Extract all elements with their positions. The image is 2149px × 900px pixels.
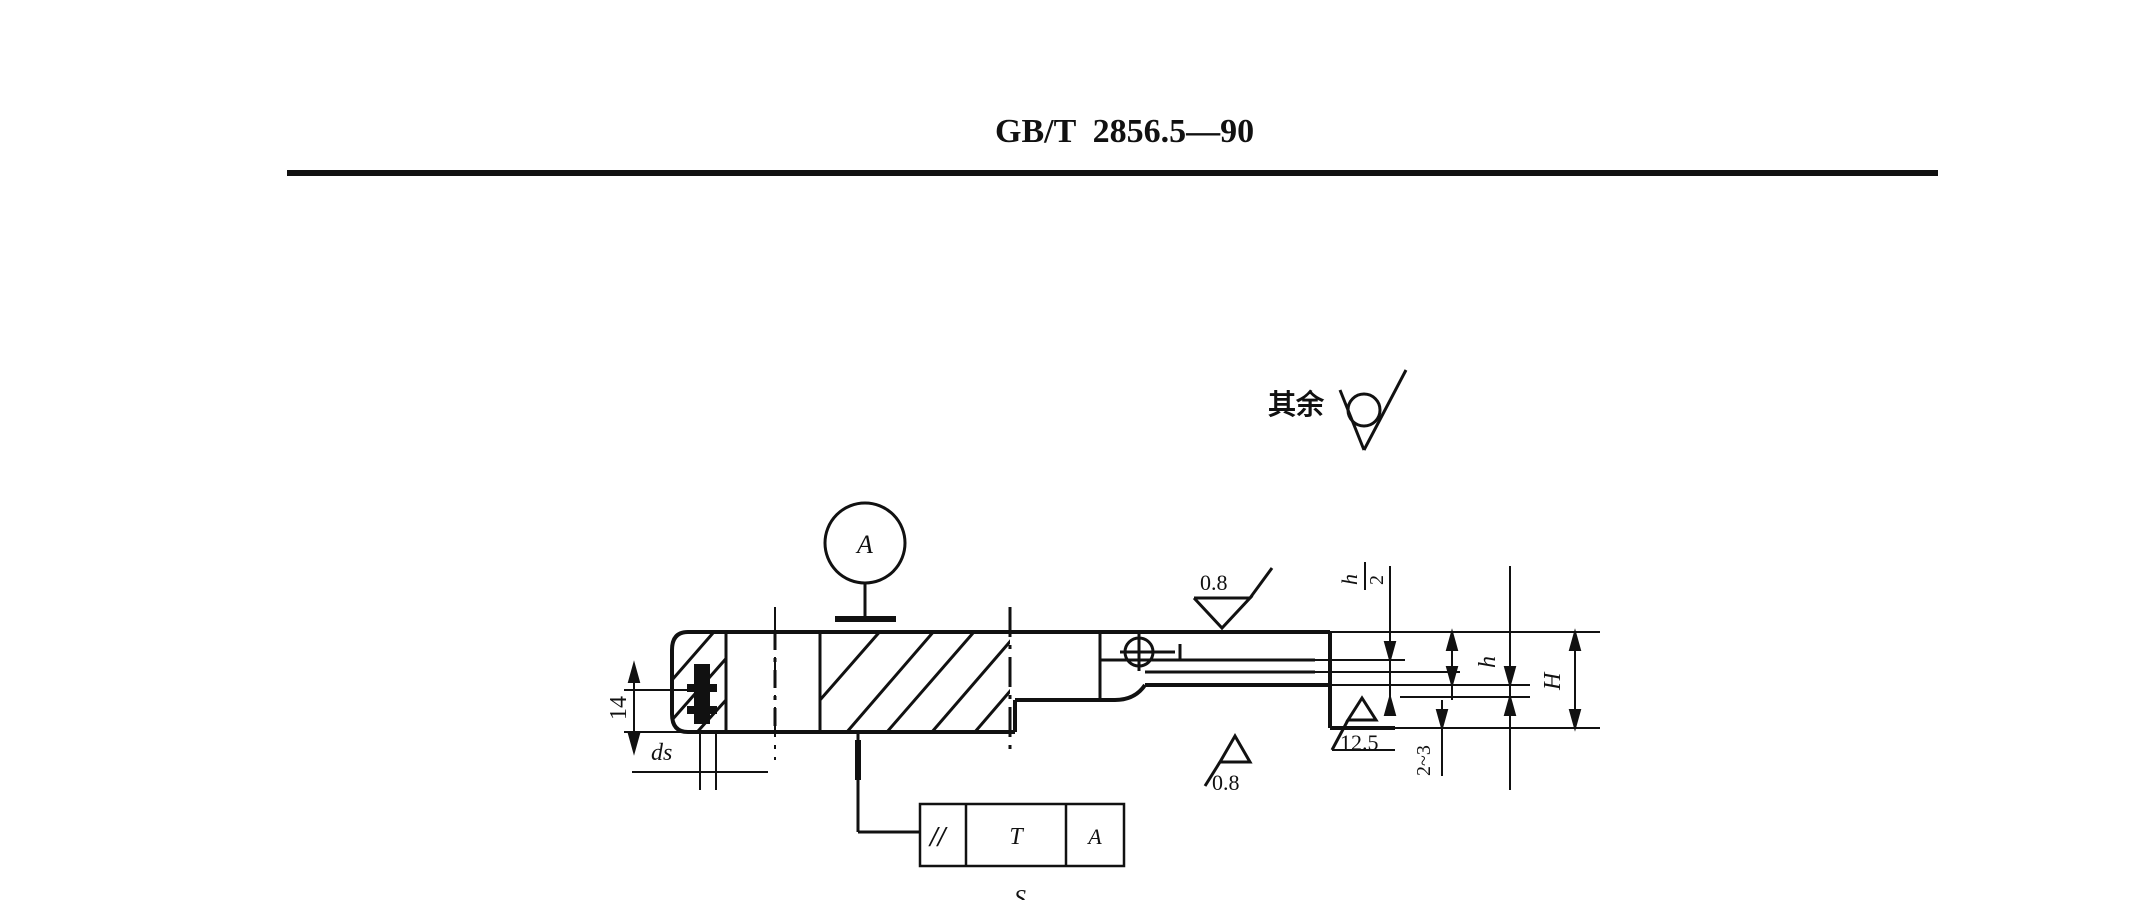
left-height-label: 14	[606, 696, 632, 720]
position-symbol	[1120, 633, 1182, 671]
half-step-numerator: h	[1337, 574, 1362, 585]
step-height-label: h	[1475, 656, 1501, 668]
tolerance-leader	[856, 732, 920, 834]
standard-number: GB/T 2856.5—90	[995, 113, 1254, 150]
tapped-hole	[687, 664, 717, 724]
remainder-label: 其余	[1268, 388, 1325, 421]
right-dimensions	[1145, 566, 1600, 790]
roughness-top-value: 0.8	[1200, 570, 1228, 595]
tolerance-datum: A	[1086, 824, 1102, 849]
roughness-step-symbol	[1330, 695, 1395, 751]
tolerance-symbol: //	[928, 822, 948, 853]
roughness-step-value: 12.5	[1340, 730, 1379, 755]
leader-mark	[855, 740, 861, 780]
roughness-bottom-symbol	[1203, 732, 1253, 787]
datum-label: A	[855, 530, 873, 559]
roughness-bottom-value: 0.8	[1212, 770, 1240, 795]
half-step-denominator: 2	[1366, 575, 1388, 585]
left-height-dimension	[624, 660, 690, 756]
gap-label: 2~3	[1413, 745, 1435, 776]
bore-edges	[724, 607, 1012, 760]
datum-symbol: A	[823, 501, 907, 622]
part-outline	[670, 630, 1395, 734]
roughness-top-symbol	[1192, 567, 1274, 631]
cut-off-label: S	[1014, 886, 1026, 900]
section-hatching	[820, 632, 1010, 732]
tolerance-frame	[918, 802, 1126, 868]
bore-label: ds	[651, 740, 672, 766]
tolerance-value: T	[1009, 824, 1024, 850]
bore-dimension	[632, 732, 768, 790]
total-height-label: H	[1540, 671, 1566, 691]
roughness-remainder-symbol	[1338, 369, 1408, 451]
